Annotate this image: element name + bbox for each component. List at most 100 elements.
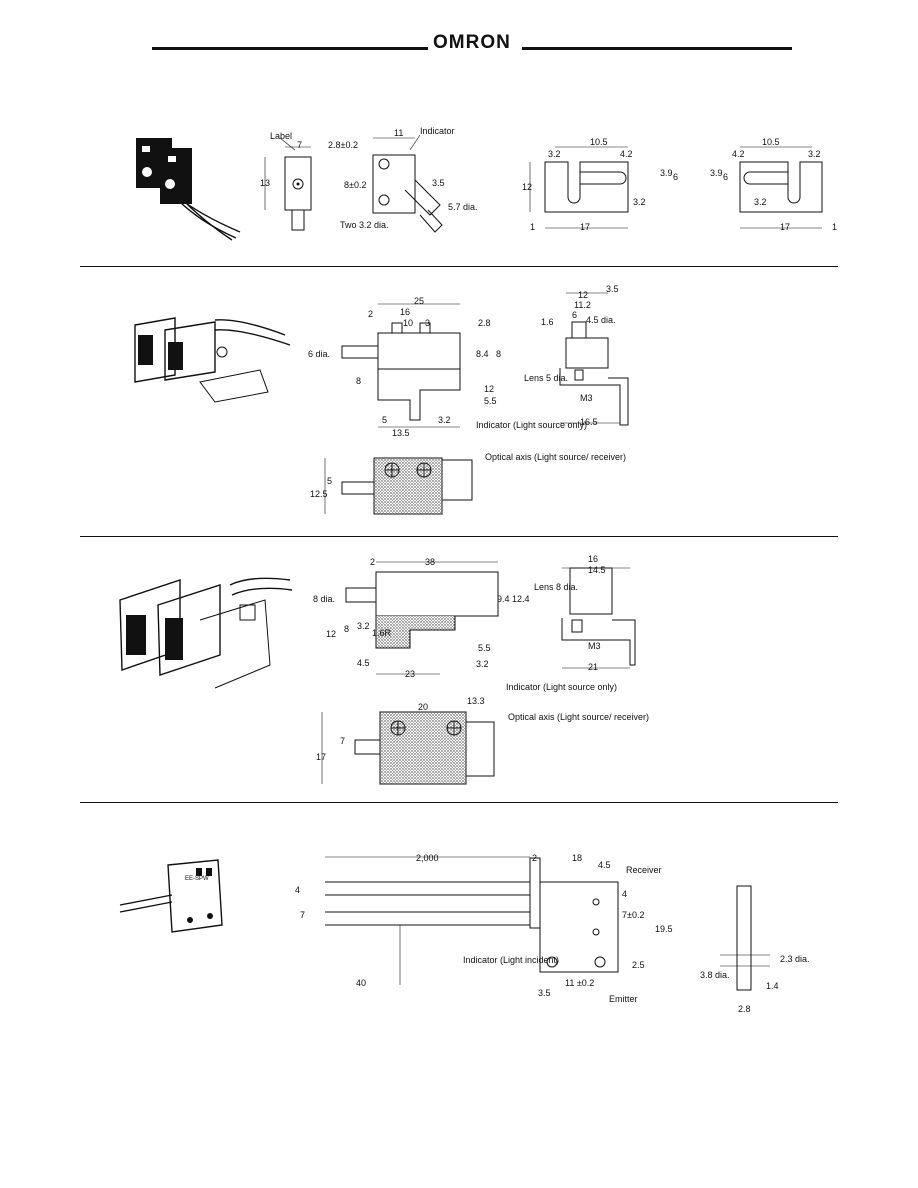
s2-dim-2: 2: [368, 309, 373, 319]
s3-dim-13-3: 13.3: [467, 696, 485, 706]
s1-dim-1b: 1: [832, 222, 837, 232]
s3-indicator: Indicator (Light source only): [506, 682, 617, 692]
s3-dim-20: 20: [418, 702, 428, 712]
header-rule-left: [152, 47, 428, 50]
s3-lens: Lens 8 dia.: [534, 582, 578, 592]
s1-dim-3-2c: 3.2: [808, 149, 821, 159]
s4-dim-19-5: 19.5: [655, 924, 673, 934]
s1-dim-8: 8±0.2: [344, 180, 366, 190]
s2-dim-25: 25: [414, 296, 424, 306]
s2-indicator: Indicator (Light source only): [476, 420, 587, 430]
s2-dim-6: 6: [572, 310, 577, 320]
drawing-1b: [372, 134, 443, 233]
s1-dim-17a: 17: [580, 222, 590, 232]
s1-dim-7: 7: [297, 140, 302, 150]
s3-dim-8-dia: 8 dia.: [313, 594, 335, 604]
s1-5-7-dia: 5.7 dia.: [448, 202, 478, 212]
s2-dim-1-6: 1.6: [541, 317, 554, 327]
s4-dim-18: 18: [572, 853, 582, 863]
s2-dim-12b: 12: [578, 290, 588, 300]
s4-indicator: Indicator (Light incident): [463, 955, 559, 965]
s3-dim-38: 38: [425, 557, 435, 567]
s1-indicator-label: Indicator: [420, 126, 455, 136]
s4-dim-7: 7: [300, 910, 305, 920]
section-divider-2: [80, 536, 838, 537]
s1-dim-3-2d: 3.2: [754, 197, 767, 207]
s4-dim-1-4: 1.4: [766, 981, 779, 991]
s4-dim-2-8: 2.8: [738, 1004, 751, 1014]
s3-dim-23: 23: [405, 669, 415, 679]
s1-dim-10-5b: 10.5: [762, 137, 780, 147]
drawing-1d: [739, 146, 823, 229]
s3-dim-9-4: 9.4: [497, 594, 510, 604]
s2-dim-3: 3: [425, 318, 430, 328]
s2-dim-4-5-dia: 4.5 dia.: [586, 315, 616, 325]
s3-dim-2: 2: [370, 557, 375, 567]
s1-dim-13: 13: [260, 178, 270, 188]
s3-dim-8: 8: [344, 624, 349, 634]
s3-dim-21: 21: [588, 662, 598, 672]
s3-dim-7: 7: [340, 736, 345, 746]
s2-dim-5b: 5: [327, 476, 332, 486]
product-photo-1: [136, 138, 241, 241]
s4-dim-4a: 4: [295, 885, 300, 895]
s1-dim-3-2a: 3.2: [548, 149, 561, 159]
s1-two-3-2-dia: Two 3.2 dia.: [340, 220, 389, 230]
drawing-3b: [561, 567, 636, 669]
s3-dim-3-2b: 3.2: [476, 659, 489, 669]
s2-dim-2-8: 2.8: [478, 318, 491, 328]
s3-axis: Optical axis (Light source/ receiver): [508, 712, 649, 722]
s1-dim-3-9a: 3.9: [660, 168, 673, 178]
section-divider-1: [80, 266, 838, 267]
s1-dim-3-2b: 3.2: [633, 197, 646, 207]
s4-dim-7-0-2: 7±0.2: [622, 910, 644, 920]
s4-dim-2-5: 2.5: [632, 960, 645, 970]
brand-logo: OMRON: [433, 32, 511, 53]
s2-dim-16-5: 16.5: [580, 417, 598, 427]
s2-dim-12a: 12: [484, 384, 494, 394]
s1-dim-11: 11: [394, 128, 403, 138]
s2-dim-12-5: 12.5: [310, 489, 328, 499]
s1-label-label: Label: [270, 131, 292, 141]
drawing-1a: [264, 137, 312, 231]
product-photo-2: [134, 317, 291, 403]
s4-emitter: Emitter: [609, 994, 638, 1004]
s2-dim-8b: 8: [356, 376, 361, 386]
s4-dim-40: 40: [356, 978, 366, 988]
s2-dim-8-4: 8.4: [476, 349, 489, 359]
s3-dim-17: 17: [316, 752, 326, 762]
s1-dim-6b: 6: [723, 172, 728, 182]
s1-dim-10-5a: 10.5: [590, 137, 608, 147]
drawing-1c: [529, 146, 629, 229]
s2-dim-11-2: 11.2: [574, 300, 591, 310]
s4-dim-4b: 4: [622, 889, 627, 899]
s3-dim-3-2a: 3.2: [357, 621, 370, 631]
s2-dim-6-dia: 6 dia.: [308, 349, 330, 359]
s1-dim-6a: 6: [673, 172, 678, 182]
s3-dim-1-6r: 1.6R: [372, 628, 392, 638]
s3-dim-12: 12: [326, 629, 336, 639]
product-photo-4: [119, 859, 223, 933]
s4-dim-2000: 2,000: [416, 853, 439, 863]
s4-dim-3-8-dia: 3.8 dia.: [700, 970, 730, 980]
s2-dim-16: 16: [400, 307, 410, 317]
product-photo-3: [119, 577, 293, 689]
s1-dim-4-2b: 4.2: [732, 149, 745, 159]
s4-dim-2: 2: [532, 853, 537, 863]
s4-dim-4-5: 4.5: [598, 860, 611, 870]
s3-dim-5-5: 5.5: [478, 643, 491, 653]
s1-dim-12: 12: [522, 182, 532, 192]
drawing-4a: [325, 856, 619, 985]
header-rule-right: [522, 47, 792, 50]
s1-dim-4-2a: 4.2: [620, 149, 633, 159]
s2-dim-10: 10: [403, 318, 413, 328]
s4-model-label: EE-SPW: [185, 876, 209, 882]
s2-lens: Lens 5 dia.: [524, 373, 568, 383]
s3-dim-16: 16: [588, 554, 598, 564]
s3-dim-12-4: 12.4: [512, 594, 530, 604]
drawing-2a: [341, 303, 461, 428]
s2-dim-m3: M3: [580, 393, 593, 403]
s2-dim-3-2: 3.2: [438, 415, 451, 425]
drawing-3c: [321, 711, 495, 785]
